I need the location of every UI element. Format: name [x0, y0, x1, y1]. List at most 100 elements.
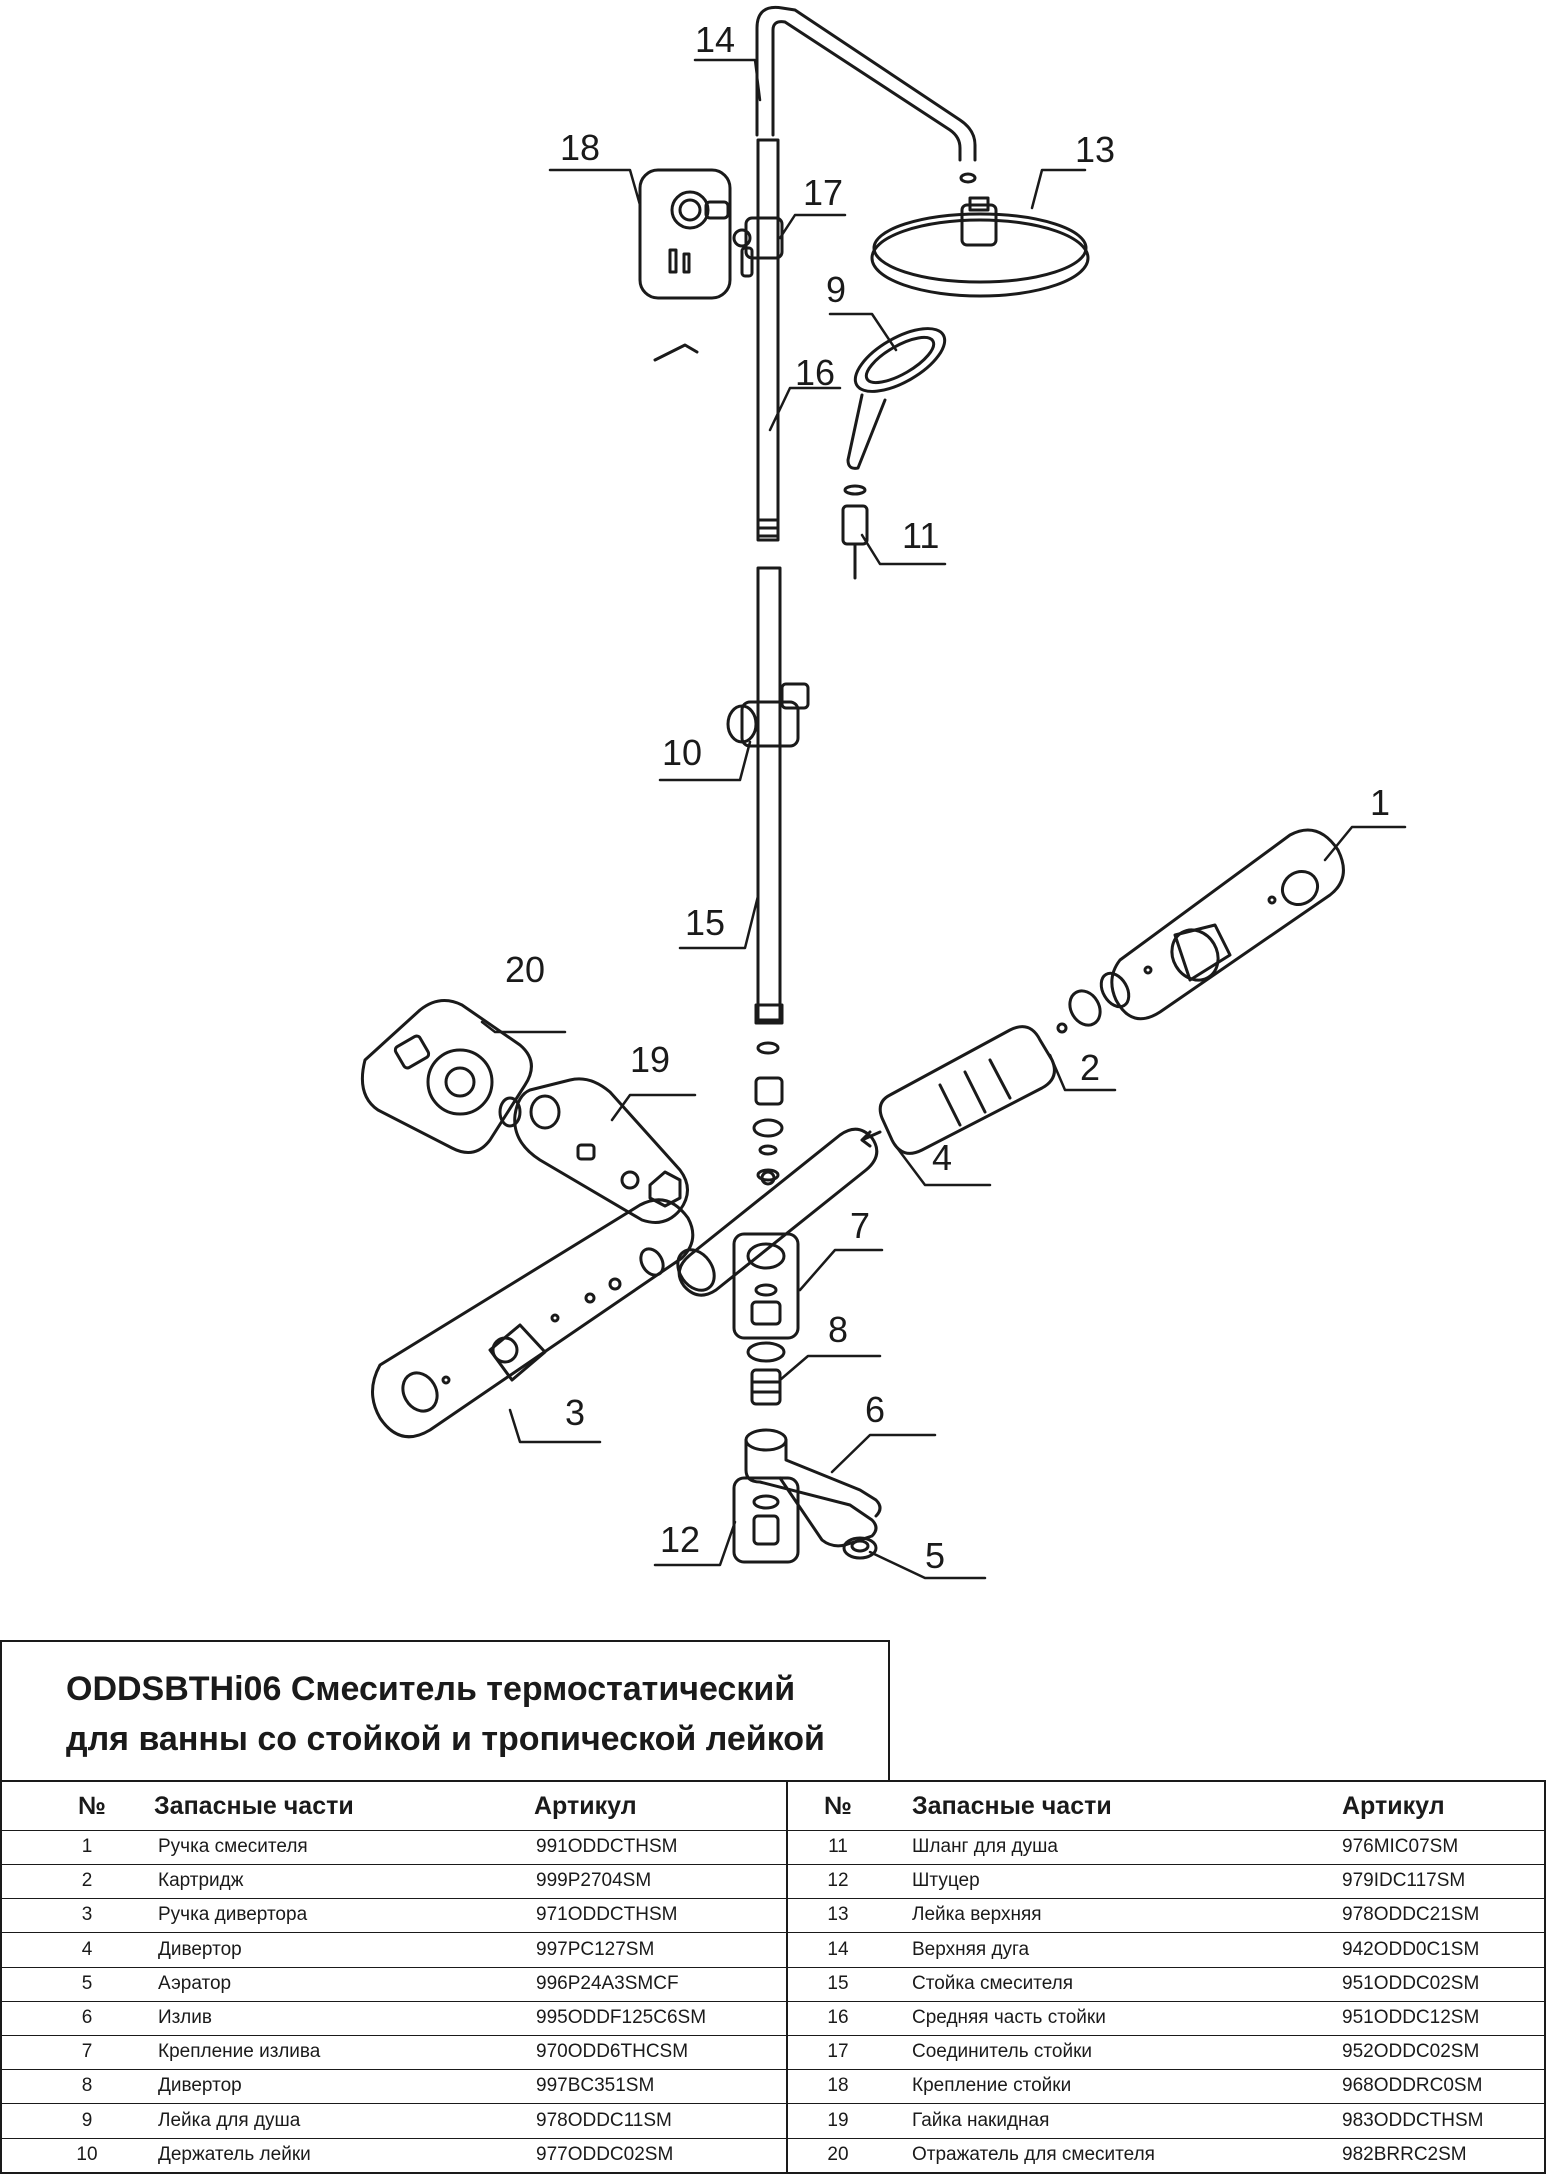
part-20-wall-flange	[360, 999, 533, 1154]
table-header: № Запасные части Артикул	[2, 1782, 786, 1831]
part-article: 996P24A3SMCF	[536, 1972, 679, 1994]
part-article: 982BRRC2SM	[1342, 2143, 1467, 2165]
part-name: Держатель лейки	[158, 2143, 311, 2165]
part-18-wall-mount	[638, 168, 732, 300]
header-part: Запасные части	[912, 1791, 1112, 1820]
part-name: Соединитель стойки	[912, 2041, 1093, 2063]
callout-6: 6	[865, 1389, 885, 1430]
header-article: Артикул	[1342, 1791, 1445, 1820]
part-name: Шланг для душа	[912, 1836, 1058, 1857]
callout-7: 7	[850, 1205, 870, 1246]
part-name: Средняя часть стойки	[912, 2007, 1106, 2028]
table-row: 13 Лейка верхняя 978ODDC21SM	[788, 1898, 1544, 1934]
part-name: Дивертор	[158, 2075, 242, 2097]
part-19-union-nut	[513, 1077, 689, 1224]
part-name: Отражатель для смесителя	[912, 2143, 1155, 2165]
part-number: 4	[81, 1938, 93, 1960]
callout-leaders	[480, 58, 1407, 1580]
product-title-box: ODDSBTHi06 Смеситель термостатический дл…	[0, 1640, 890, 1780]
header-part: Запасные части	[154, 1791, 354, 1820]
part-14-upper-arc	[755, 5, 977, 184]
part-article: 942ODD0C1SM	[1342, 1938, 1480, 1960]
part-article: 970ODD6THCSM	[536, 2041, 689, 2063]
callout-numbers: 1 2 3 4 5 6 7 8 9 10 11 12 13 14 15 16 1…	[505, 19, 1390, 1576]
part-number: 17	[827, 2041, 849, 2063]
part-17-rail-connector	[732, 216, 784, 278]
part-article: 976MIC07SM	[1342, 1836, 1459, 1857]
part-number: 16	[827, 2007, 849, 2028]
exploded-view-diagram: 1 2 3 4 5 6 7 8 9 10 11 12 13 14 15 16 1…	[360, 5, 1407, 1580]
part-article: 951ODDC02SM	[1342, 1972, 1480, 1994]
callout-17: 17	[803, 172, 843, 213]
product-title-line-1: ODDSBTHi06 Смеситель термостатический	[66, 1670, 796, 1708]
part-name: Стойка смесителя	[912, 1972, 1074, 1994]
callout-1: 1	[1370, 782, 1390, 823]
callout-3: 3	[565, 1392, 585, 1433]
part-2-cartridge	[878, 1022, 1068, 1155]
header-num: №	[78, 1791, 106, 1820]
callout-11: 11	[902, 515, 939, 556]
part-article: 991ODDCTHSM	[536, 1836, 678, 1857]
callout-9: 9	[826, 269, 846, 310]
part-article: 971ODDCTHSM	[536, 1904, 678, 1926]
part-number: 3	[81, 1904, 93, 1926]
part-11-hose-fitting	[841, 484, 869, 580]
part-article: 951ODDC12SM	[1342, 2007, 1480, 2028]
product-title-line-2: для ванны со стойкой и тропической лейко…	[66, 1720, 825, 1758]
part-name: Дивертор	[158, 1938, 242, 1960]
part-1-mixer-handle	[1110, 828, 1345, 1021]
part-16-middle-rail	[756, 138, 780, 542]
table-row: 6 Излив 995ODDF125C6SM	[2, 2001, 786, 2036]
part-name: Крепление излива	[158, 2041, 321, 2063]
part-number: 7	[81, 2041, 93, 2063]
callout-18: 18	[560, 127, 600, 168]
part-5-aerator	[842, 1536, 878, 1560]
callout-2: 2	[1080, 1047, 1100, 1088]
mixer-body	[676, 1127, 879, 1297]
part-article: 952ODDC02SM	[1342, 2041, 1480, 2063]
rail-base-fittings	[752, 1041, 784, 1182]
part-number: 10	[76, 2143, 98, 2165]
part-6-spout	[744, 1428, 882, 1548]
part-name: Аэратор	[158, 1972, 232, 1994]
part-8-diverter	[746, 1341, 786, 1406]
part-name: Излив	[158, 2007, 212, 2028]
part-number: 19	[827, 2109, 849, 2131]
table-row: 9 Лейка для душа 978ODDC11SM	[2, 2104, 786, 2139]
table-row: 17 Соединитель стойки 952ODDC02SM	[788, 2035, 1544, 2071]
hex-key	[653, 343, 699, 362]
table-row: 16 Средняя часть стойки 951ODDC12SM	[788, 2001, 1544, 2036]
part-number: 13	[827, 1904, 849, 1926]
callout-19: 19	[630, 1039, 670, 1080]
part-12-nipple	[732, 1476, 800, 1564]
part-number: 14	[827, 1938, 849, 1960]
part-article: 997BC351SM	[536, 2075, 655, 2097]
part-name: Лейка для душа	[158, 2109, 301, 2131]
part-name: Крепление стойки	[912, 2075, 1072, 2097]
callout-5: 5	[925, 1535, 945, 1576]
table-row: 7 Крепление излива 970ODD6THCSM	[2, 2035, 786, 2071]
callout-8: 8	[828, 1309, 848, 1350]
part-name: Ручка смесителя	[158, 1836, 308, 1857]
part-10-hand-shower-holder	[726, 682, 810, 748]
part-article: 978ODDC11SM	[536, 2109, 672, 2131]
part-article: 978ODDC21SM	[1342, 1904, 1480, 1926]
header-article: Артикул	[534, 1791, 637, 1820]
part-name: Лейка верхняя	[912, 1904, 1042, 1926]
table-header: № Запасные части Артикул	[788, 1782, 1544, 1831]
cartridge-seals	[1068, 971, 1131, 1027]
part-name: Штуцер	[912, 1870, 980, 1892]
callout-15: 15	[685, 902, 725, 943]
part-number: 9	[81, 2109, 93, 2131]
part-article: 968ODDRC0SM	[1342, 2075, 1483, 2097]
part-number: 6	[81, 2007, 93, 2028]
part-article: 995ODDF125C6SM	[536, 2007, 707, 2028]
